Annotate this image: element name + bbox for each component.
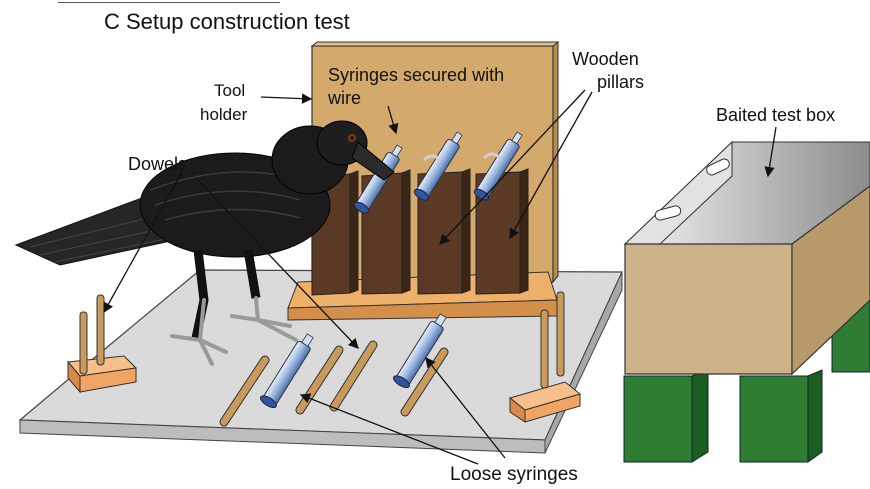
pillar-4 [475,168,529,295]
arrow-dowels-1 [103,171,183,314]
label-baited-test-box: Baited test box [716,105,836,125]
right-dowel-block [508,291,582,423]
label-syringes-secured: Syringes secured with [328,65,505,85]
pointer-arrows [103,89,777,465]
arrow-dowels-2 [195,177,359,349]
arrow-loose-syringes-1 [299,393,479,465]
label-wooden-pillars-2: pillars [597,72,645,92]
loose-syringes [260,313,447,409]
top-rule [58,2,280,3]
label-syringes-secured-2: wire [328,88,362,108]
crow [14,120,395,366]
arrow-syringes-secured [387,105,399,135]
arrow-pillars-2 [509,91,593,240]
wooden-pillars [311,168,529,296]
secured-syringe-3 [473,131,523,201]
secured-syringe-2 [413,131,463,201]
figure-title: C Setup construction test [104,9,350,34]
label-tool-holder-2: holder [200,105,248,124]
label-loose-syringes: Loose syringes [450,464,578,485]
arrow-tool-holder [260,93,313,104]
label-dowels: Dowels [128,154,188,174]
left-dowel-block [67,294,138,394]
label-wooden-pillars: Wooden [572,49,639,69]
baited-test-box [623,140,870,463]
arrow-loose-syringes-2 [425,356,506,459]
arrow-baited-box [764,126,777,178]
loose-syringe-1 [260,333,314,409]
pillar-3 [417,168,471,295]
label-tool-holder: Tool [214,81,246,100]
arrow-pillars-1 [439,89,586,245]
